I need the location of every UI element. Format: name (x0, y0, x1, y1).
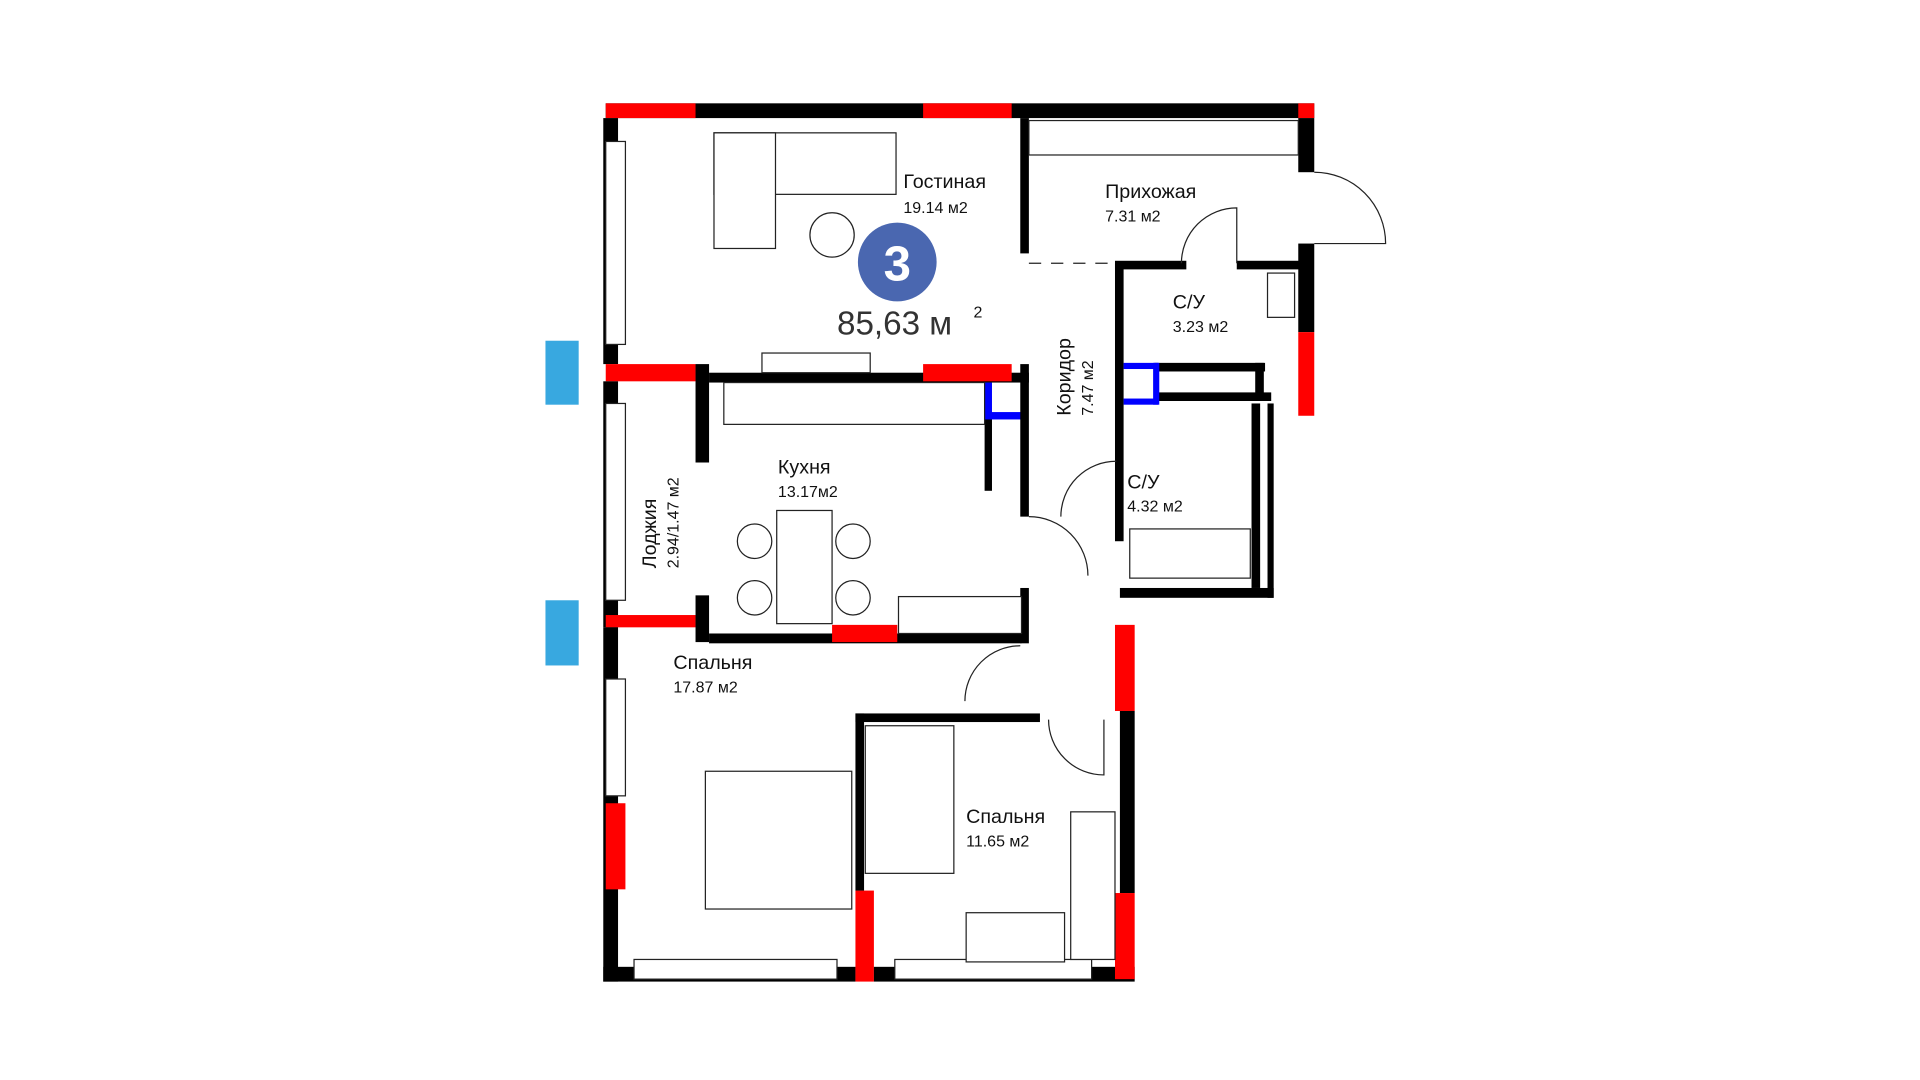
room-name: Гостиная (903, 171, 986, 193)
room-name: Спальня (673, 652, 752, 674)
room-living: Гостиная 19.14 м2 (903, 171, 986, 217)
total-area-sup: 2 (974, 304, 983, 321)
room-area: 11.65 м2 (966, 833, 1029, 850)
room-area: 19.14 м2 (903, 200, 967, 217)
room-bedroom-2: Спальня 11.65 м2 (966, 806, 1045, 850)
rooms-count: 3 (884, 236, 911, 291)
room-area: 2.94/1.47 м2 (665, 477, 682, 568)
room-name: Лоджия (639, 499, 661, 569)
furniture (704, 119, 1387, 963)
rooms-count-badge (857, 222, 937, 302)
room-name: Коридор (1054, 338, 1076, 416)
room-area: 13.17м2 (778, 484, 838, 501)
room-area: 17.87 м2 (673, 680, 737, 697)
room-name: Кухня (778, 457, 831, 479)
room-area: 4.32 м2 (1127, 499, 1183, 516)
room-area: 7.31 м2 (1105, 208, 1161, 225)
window-marker (545, 600, 579, 666)
room-name: Прихожая (1105, 181, 1196, 203)
window-marker (545, 340, 579, 405)
room-bathroom-1: С/У 3.23 м2 (1173, 292, 1229, 336)
room-hallway: Прихожая 7.31 м2 (1105, 181, 1196, 225)
room-bathroom-2: С/У 4.32 м2 (1127, 471, 1183, 515)
room-kitchen: Кухня 13.17м2 (778, 457, 838, 501)
total-area: 85,63 м (837, 306, 952, 343)
room-area: 3.23 м2 (1173, 319, 1229, 336)
room-name: Спальня (966, 806, 1045, 828)
room-corridor: Коридор 7.47 м2 (1054, 338, 1097, 416)
room-name: С/У (1173, 292, 1206, 314)
room-bedroom-1: Спальня 17.87 м2 (673, 652, 752, 696)
walls (603, 103, 1315, 982)
room-name: С/У (1127, 471, 1160, 493)
room-loggia: Лоджия 2.94/1.47 м2 (639, 477, 682, 568)
room-area: 7.47 м2 (1080, 360, 1097, 416)
